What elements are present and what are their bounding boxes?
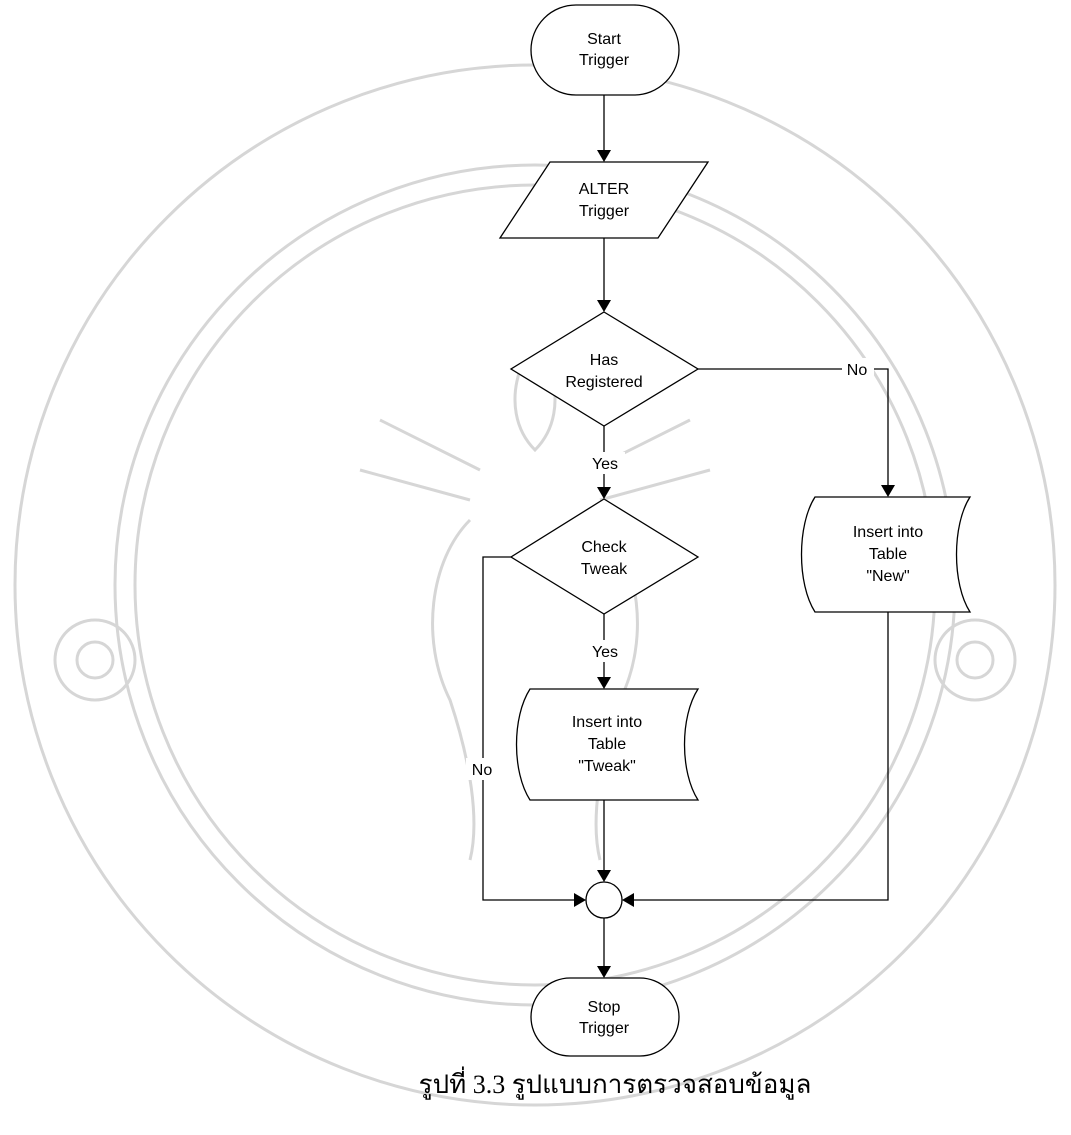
yes-branch-label-2: Yes bbox=[592, 644, 618, 661]
check-tweak-decision: Check Tweak bbox=[509, 498, 700, 615]
alter-label-line1: ALTER bbox=[579, 181, 629, 198]
insert-new-label-line3: "New" bbox=[866, 568, 909, 585]
no-branch-label-right: No bbox=[847, 362, 868, 379]
check-tweak-label-line2: Tweak bbox=[581, 561, 628, 578]
stop-label-line2: Trigger bbox=[579, 1020, 630, 1037]
insert-tweak-label-line1: Insert into bbox=[572, 714, 642, 731]
flowchart-edges bbox=[482, 95, 895, 978]
start-terminator: Start Trigger bbox=[530, 4, 680, 96]
has-registered-label-line1: Has bbox=[590, 352, 618, 369]
insert-tweak-label-line2: Table bbox=[588, 736, 626, 753]
alter-trigger-input: ALTER Trigger bbox=[498, 161, 710, 239]
has-registered-label-line2: Registered bbox=[565, 374, 642, 391]
alter-label-line2: Trigger bbox=[579, 203, 630, 220]
stop-terminator: Stop Trigger bbox=[530, 977, 680, 1057]
edge-labels: No Yes Yes No bbox=[466, 358, 874, 780]
insert-tweak-storage: Insert into Table "Tweak" bbox=[515, 688, 700, 801]
figure-caption: รูปที่ 3.3 รูปแบบการตรวจสอบข้อมูล bbox=[419, 1066, 812, 1100]
start-label-line1: Start bbox=[587, 31, 621, 48]
has-registered-decision: Has Registered bbox=[509, 311, 700, 427]
start-label-line2: Trigger bbox=[579, 52, 630, 69]
insert-new-storage: Insert into Table "New" bbox=[800, 496, 972, 613]
insert-tweak-label-line3: "Tweak" bbox=[578, 758, 636, 775]
no-branch-label-left: No bbox=[472, 762, 493, 779]
merge-connector bbox=[585, 881, 623, 919]
yes-branch-label-1: Yes bbox=[592, 456, 618, 473]
check-tweak-label-line1: Check bbox=[581, 539, 627, 556]
stop-label-line1: Stop bbox=[588, 999, 621, 1016]
insert-new-label-line2: Table bbox=[869, 546, 907, 563]
insert-new-label-line1: Insert into bbox=[853, 524, 923, 541]
